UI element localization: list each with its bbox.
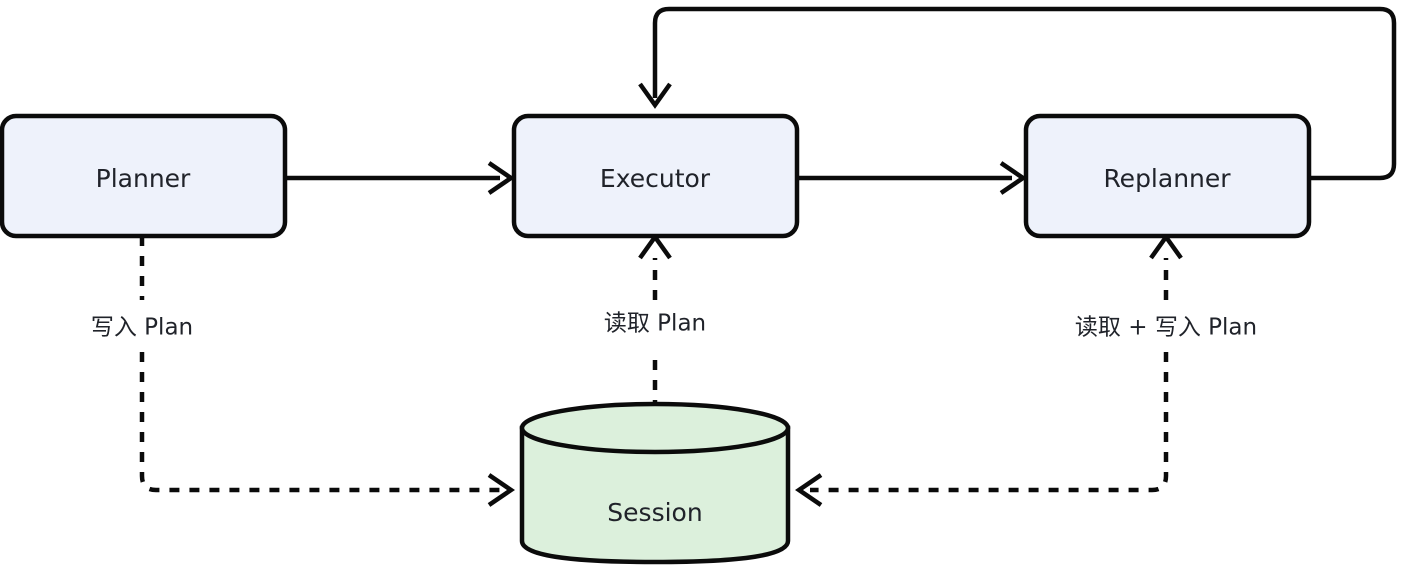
node-planner[interactable]: Planner [0,113,288,239]
edge-executor-to-replanner [797,161,1027,195]
edge-session-to-executor: 读取 Plan [604,233,706,430]
session-label: Session [607,498,702,527]
planner-label: Planner [96,164,191,193]
node-executor[interactable]: Executor [511,113,800,239]
edge-replanner-to-executor-loop [638,6,1397,181]
node-session[interactable]: Session [519,401,791,565]
session-cylinder-body[interactable] [519,425,791,565]
replanner-box[interactable] [1023,113,1312,239]
executor-label: Executor [600,164,711,193]
node-replanner[interactable]: Replanner [1023,113,1312,239]
edge-label-read-write-plan: 读取 + 写入 Plan [1075,315,1257,341]
planner-box[interactable] [0,113,288,239]
edge-label-read-plan: 读取 Plan [604,311,706,337]
executor-box[interactable] [511,113,800,239]
edge-planner-to-session: 写入 Plan [91,236,515,507]
edge-session-replanner: 读取 + 写入 Plan [795,233,1257,507]
edge-label-write-plan: 写入 Plan [91,315,193,341]
replanner-label: Replanner [1103,164,1231,193]
edge-planner-to-executor [285,161,515,195]
session-cylinder-top[interactable] [519,401,791,455]
